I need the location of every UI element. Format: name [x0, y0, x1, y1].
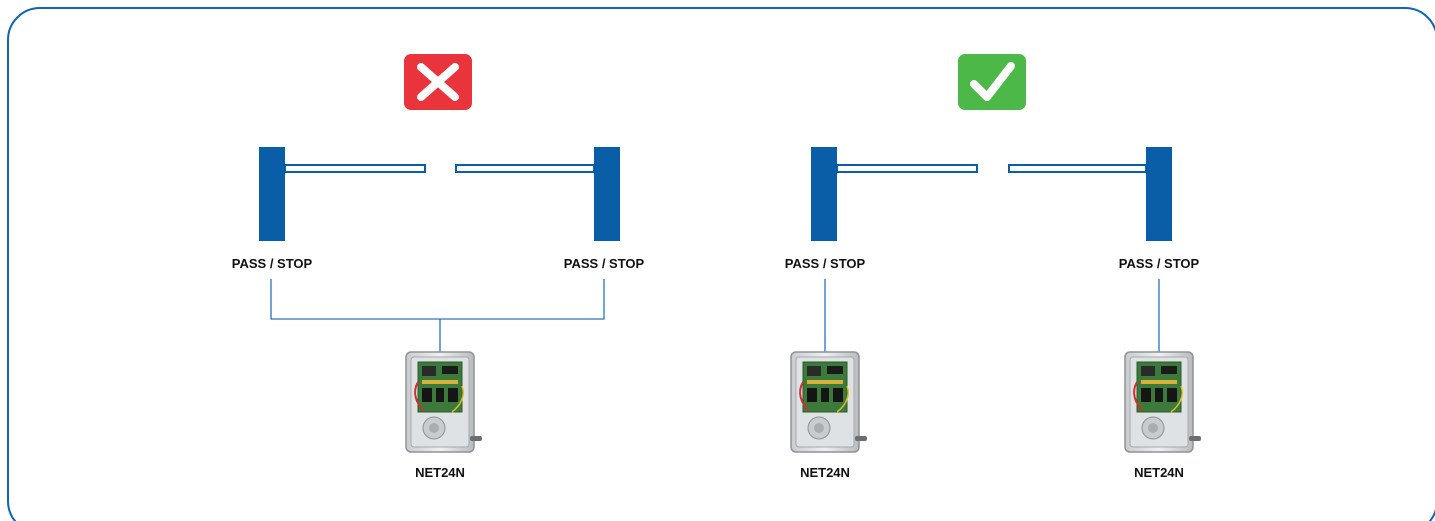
wrong-badge	[404, 54, 472, 110]
barrier-post-right	[594, 147, 620, 241]
controller-unit-right	[1124, 351, 1202, 453]
cross-icon	[417, 63, 459, 101]
correct-badge	[958, 54, 1026, 110]
pass-stop-label-right: PASS / STOP	[564, 256, 645, 271]
barrier-post-left	[811, 147, 837, 241]
barrier-post-left	[259, 147, 285, 241]
check-icon	[970, 62, 1015, 101]
wrong-configuration: PASS / STOP PASS / STOP NET24N	[232, 54, 645, 480]
controller-label-right: NET24N	[1134, 465, 1184, 480]
barrier-arm-right	[1008, 164, 1147, 173]
barrier-arm-left	[836, 164, 978, 173]
pass-stop-label-left: PASS / STOP	[785, 256, 866, 271]
controller-unit-left	[790, 351, 868, 453]
controller-unit	[405, 351, 483, 453]
pass-stop-label-right: PASS / STOP	[1119, 256, 1200, 271]
frame-border	[7, 7, 1435, 521]
barrier-post-right	[1146, 147, 1172, 241]
shared-wire	[270, 279, 605, 320]
pass-stop-label-left: PASS / STOP	[232, 256, 313, 271]
controller-label-left: NET24N	[800, 465, 850, 480]
controller-label: NET24N	[415, 465, 465, 480]
barrier-arm-left	[284, 164, 426, 173]
correct-configuration: PASS / STOP PASS / STOP NET24N NET24N	[785, 54, 1202, 480]
barrier-arm-right	[455, 164, 595, 173]
